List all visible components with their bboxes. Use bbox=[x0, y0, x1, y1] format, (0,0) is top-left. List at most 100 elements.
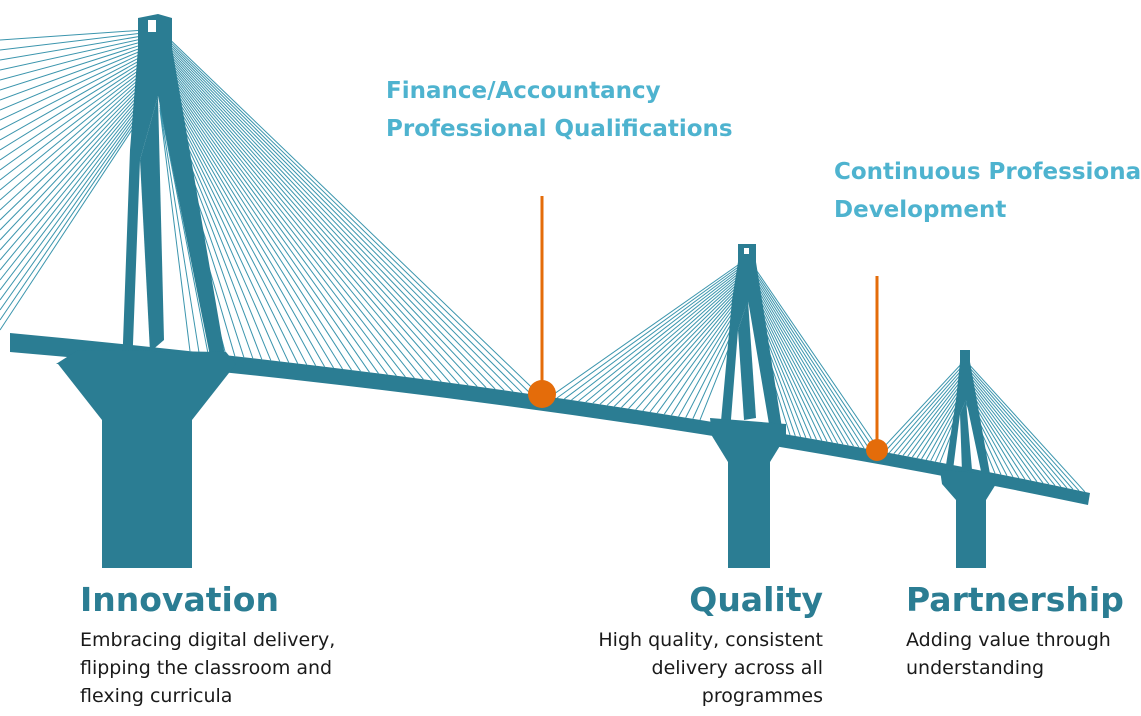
stay-cable bbox=[907, 378, 966, 457]
stay-cable bbox=[0, 104, 146, 311]
milestone-label-line: Professional Qualifications bbox=[386, 116, 733, 142]
stay-cable bbox=[159, 50, 451, 384]
stay-cable bbox=[159, 33, 523, 394]
stay-cable bbox=[159, 72, 352, 371]
bridge-deck bbox=[10, 333, 1090, 505]
stay-cable bbox=[964, 373, 1056, 486]
pillar-description: High quality, consistent delivery across… bbox=[598, 626, 823, 710]
tower-innovation bbox=[56, 14, 236, 568]
stay-cable bbox=[159, 78, 326, 367]
pillar-title: Innovation bbox=[80, 580, 279, 619]
pillar-description-line: Adding value through bbox=[906, 629, 1111, 651]
stay-cable bbox=[159, 48, 460, 385]
stay-cable bbox=[0, 76, 146, 211]
stay-cable bbox=[0, 68, 146, 181]
stay-cable bbox=[0, 70, 146, 191]
pillar-description-line: High quality, consistent bbox=[598, 629, 823, 651]
stay-cable bbox=[747, 270, 854, 447]
tower-partnership bbox=[940, 350, 996, 568]
stay-cable bbox=[0, 82, 146, 231]
stay-cable bbox=[911, 381, 966, 458]
stay-cable bbox=[0, 79, 146, 221]
stay-cable bbox=[747, 257, 881, 452]
milestone-label-line: Continuous Professional bbox=[834, 159, 1141, 185]
stay-cable bbox=[613, 275, 749, 407]
stay-cable bbox=[159, 74, 343, 370]
stay-cable bbox=[159, 58, 415, 379]
milestone-label-line: Finance/Accountancy bbox=[386, 78, 661, 104]
stay-cable bbox=[159, 70, 361, 372]
stay-cable bbox=[563, 261, 749, 400]
stay-cable bbox=[0, 43, 146, 91]
stay-cable bbox=[159, 105, 209, 354]
tower-quality bbox=[710, 244, 786, 568]
stay-cable bbox=[159, 60, 406, 378]
stay-cable bbox=[964, 370, 1062, 488]
stay-cable bbox=[0, 109, 146, 331]
pillar-title: Quality bbox=[689, 580, 823, 619]
milestone-label-line: Development bbox=[834, 197, 1007, 223]
stay-cable bbox=[0, 101, 146, 301]
stay-cable bbox=[0, 93, 146, 271]
stay-cable bbox=[628, 279, 749, 409]
stay-cable bbox=[747, 267, 860, 448]
stay-cable bbox=[592, 269, 749, 404]
stay-cable bbox=[964, 378, 1044, 484]
stay-cable bbox=[0, 65, 146, 171]
stay-cable bbox=[159, 64, 388, 375]
stay-cable bbox=[571, 263, 749, 401]
stay-cable bbox=[0, 51, 146, 121]
stay-cable bbox=[0, 73, 146, 201]
stay-cable bbox=[747, 262, 870, 450]
stay-cable bbox=[0, 87, 146, 251]
stay-cable bbox=[0, 95, 146, 281]
stay-cable bbox=[159, 54, 433, 381]
stay-cable bbox=[0, 40, 146, 81]
stay-cable bbox=[0, 35, 146, 61]
pillar-description-line: flexing curricula bbox=[80, 685, 233, 707]
pillar-quality: Quality High quality, consistent deliver… bbox=[598, 580, 823, 710]
pillar-innovation: Innovation Embracing digital delivery, f… bbox=[80, 580, 335, 710]
milestone-label-2: Continuous Professional Development bbox=[834, 153, 1141, 229]
stay-cable bbox=[599, 271, 749, 405]
pillar-description-line: delivery across all bbox=[651, 657, 823, 679]
stay-cable bbox=[964, 367, 1068, 489]
stay-cable bbox=[606, 273, 749, 406]
stay-cable bbox=[0, 90, 146, 261]
stay-cable bbox=[747, 260, 876, 451]
stay-cable bbox=[0, 98, 146, 291]
stay-cable bbox=[159, 66, 379, 374]
stay-cable bbox=[884, 362, 966, 453]
stay-cable bbox=[879, 359, 966, 452]
stay-cable bbox=[635, 281, 749, 411]
stay-cable bbox=[0, 46, 146, 101]
stay-cable bbox=[747, 272, 849, 446]
stay-cable bbox=[159, 29, 541, 396]
stay-cable bbox=[159, 68, 370, 373]
stay-cable bbox=[0, 32, 146, 51]
stay-cable bbox=[159, 62, 397, 377]
stay-cable bbox=[747, 265, 865, 449]
stay-cable bbox=[0, 57, 146, 141]
stay-cable bbox=[556, 259, 749, 399]
stay-cable bbox=[621, 277, 749, 408]
pillar-description-line: flipping the classroom and bbox=[80, 657, 333, 679]
stay-cable bbox=[159, 41, 487, 389]
milestone-marker-dot-2 bbox=[866, 439, 888, 461]
stay-cable bbox=[747, 277, 839, 444]
stay-cable bbox=[159, 35, 514, 392]
milestone-label-1: Finance/Accountancy Professional Qualifi… bbox=[386, 72, 733, 148]
pillar-description-line: programmes bbox=[701, 685, 823, 707]
pillar-description: Adding value through understanding bbox=[906, 626, 1124, 682]
stay-cable bbox=[159, 37, 505, 391]
stay-cable bbox=[159, 56, 424, 380]
stay-cable bbox=[0, 48, 146, 111]
stay-cable bbox=[642, 283, 749, 412]
stay-cable bbox=[893, 368, 966, 455]
stay-cable bbox=[159, 107, 200, 353]
stay-cable bbox=[159, 52, 442, 382]
stay-cable bbox=[0, 84, 146, 241]
stay-cable bbox=[0, 106, 146, 321]
stay-cable bbox=[159, 81, 317, 366]
